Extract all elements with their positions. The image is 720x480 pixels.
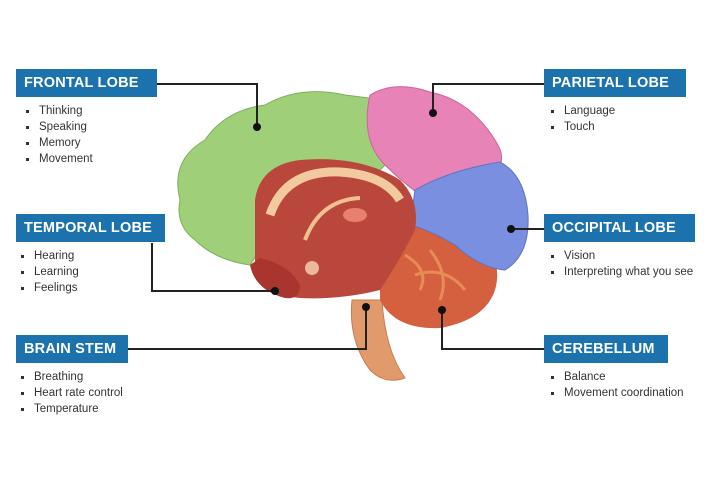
temporal-lobe-shape <box>250 258 300 299</box>
parietal-leader-line <box>432 83 544 113</box>
occipital-lobe-shape <box>409 161 529 271</box>
cerebellum-label: CEREBELLUM <box>544 335 668 363</box>
occipital-lobe-label: OCCIPITAL LOBE <box>544 214 695 242</box>
frontal-lobe-label: FRONTAL LOBE <box>16 69 157 97</box>
list-item: Heart rate control <box>19 385 123 401</box>
list-item: Temperature <box>19 401 123 417</box>
cerebellum-leader-line <box>441 310 544 350</box>
parietal-marker-dot <box>429 109 437 117</box>
brainstem-marker-dot <box>362 303 370 311</box>
brain-stem-label: BRAIN STEM <box>16 335 128 363</box>
list-item: Movement coordination <box>549 385 684 401</box>
list-item: Interpreting what you see <box>549 264 693 280</box>
frontal-lobe-list: Thinking Speaking Memory Movement <box>24 103 93 167</box>
brain-stem-list: Breathing Heart rate control Temperature <box>19 369 123 417</box>
list-item: Balance <box>549 369 684 385</box>
frontal-marker-dot <box>253 123 261 131</box>
list-item: Speaking <box>24 119 93 135</box>
temporal-lobe-list: Hearing Learning Feelings <box>19 248 79 296</box>
temporal-lobe-label: TEMPORAL LOBE <box>16 214 165 242</box>
list-item: Touch <box>549 119 615 135</box>
list-item: Feelings <box>19 280 79 296</box>
cerebellum-marker-dot <box>438 306 446 314</box>
list-item: Learning <box>19 264 79 280</box>
cerebellum-list: Balance Movement coordination <box>549 369 684 401</box>
list-item: Language <box>549 103 615 119</box>
occipital-lobe-list: Vision Interpreting what you see <box>549 248 693 280</box>
list-item: Memory <box>24 135 93 151</box>
temporal-marker-dot <box>271 287 279 295</box>
brain-stem-shape <box>350 299 406 381</box>
brainstem-leader-line <box>128 307 367 350</box>
parietal-lobe-label: PARIETAL LOBE <box>544 69 686 97</box>
list-item: Vision <box>549 248 693 264</box>
occipital-marker-dot <box>507 225 515 233</box>
parietal-lobe-list: Language Touch <box>549 103 615 135</box>
inner-brain-shape <box>255 159 416 299</box>
list-item: Movement <box>24 151 93 167</box>
frontal-leader-line <box>157 83 258 127</box>
temporal-leader-line <box>151 243 275 292</box>
list-item: Breathing <box>19 369 123 385</box>
list-item: Hearing <box>19 248 79 264</box>
list-item: Thinking <box>24 103 93 119</box>
